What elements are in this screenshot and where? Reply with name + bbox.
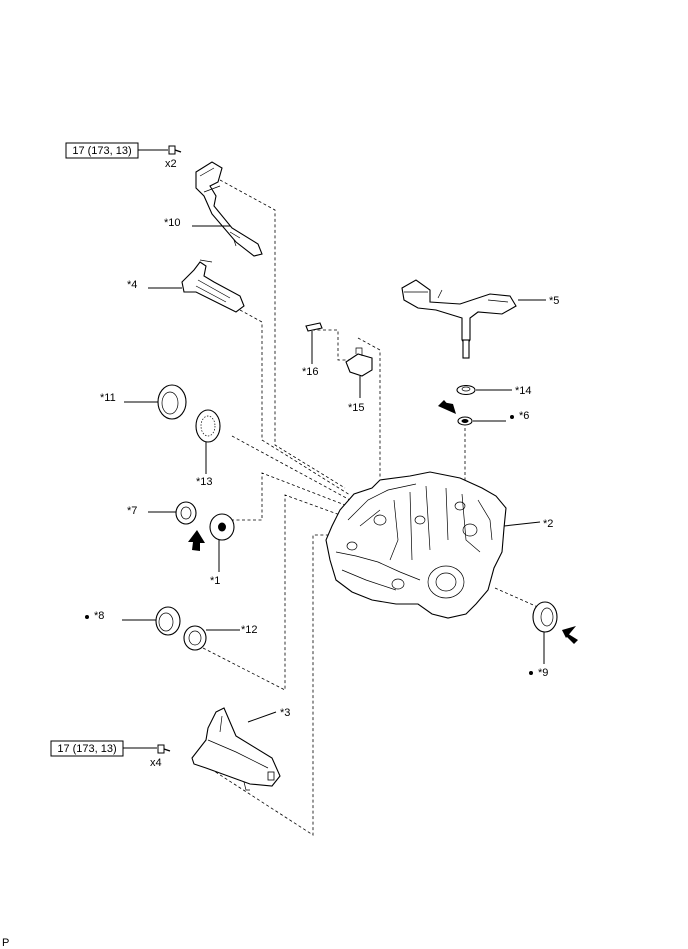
part-label-12: *12 <box>241 624 258 636</box>
part-label-11: *11 <box>100 392 116 404</box>
part-label-2: *2 <box>543 518 553 530</box>
bolt-icon <box>168 145 182 155</box>
torque-callout-lower: 17 (173, 13) x4 <box>50 740 171 769</box>
torque-callout-upper: 17 (173, 13) x2 <box>65 142 182 170</box>
part-label-6: *6 <box>519 410 529 422</box>
part-label-13: *13 <box>196 476 213 488</box>
part-1-bushing <box>209 513 235 541</box>
part-label-15: *15 <box>348 402 365 414</box>
part-label-5: *5 <box>549 295 559 307</box>
alignment-lines <box>196 179 541 836</box>
torque-value-upper: 17 (173, 13) <box>72 145 131 157</box>
part-label-9: *9 <box>538 667 548 679</box>
part-4-plate <box>181 259 245 313</box>
part-3-cover <box>191 707 281 791</box>
part-12-ring <box>183 625 207 651</box>
part-11-race <box>157 384 187 420</box>
torque-value-lower: 17 (173, 13) <box>57 743 116 755</box>
part-8-race <box>155 606 181 636</box>
part-10-bracket <box>195 161 263 257</box>
part-label-3: *3 <box>280 707 290 719</box>
part-label-7: *7 <box>127 505 137 517</box>
part-label-16: *16 <box>302 366 319 378</box>
quantity-upper: x2 <box>165 158 177 170</box>
part-label-4: *4 <box>127 279 137 291</box>
apply-arrow-icon <box>562 630 578 644</box>
part-15-block <box>345 347 373 377</box>
part-2-transaxle-housing <box>325 471 507 619</box>
bullet-icon <box>510 415 514 419</box>
part-14-washer <box>456 384 476 396</box>
footer-mark: P <box>2 937 9 949</box>
part-7-seal <box>175 501 197 525</box>
part-label-14: *14 <box>515 385 532 397</box>
bullet-icon <box>85 615 89 619</box>
part-label-1: *1 <box>210 575 220 587</box>
bullet-icon <box>529 671 533 675</box>
part-9-oil-seal <box>532 601 558 633</box>
part-13-gear-ring <box>195 409 221 443</box>
quantity-lower: x4 <box>150 757 162 769</box>
part-label-8: *8 <box>94 610 104 622</box>
part-label-10: *10 <box>164 217 181 229</box>
apply-arrow-icon <box>438 400 456 414</box>
part-5-shift-shaft <box>401 279 517 359</box>
part-16-pin <box>305 322 323 332</box>
apply-arrow-icon <box>188 530 205 551</box>
part-6-oil-seal <box>457 416 473 426</box>
bolt-icon <box>157 744 171 754</box>
